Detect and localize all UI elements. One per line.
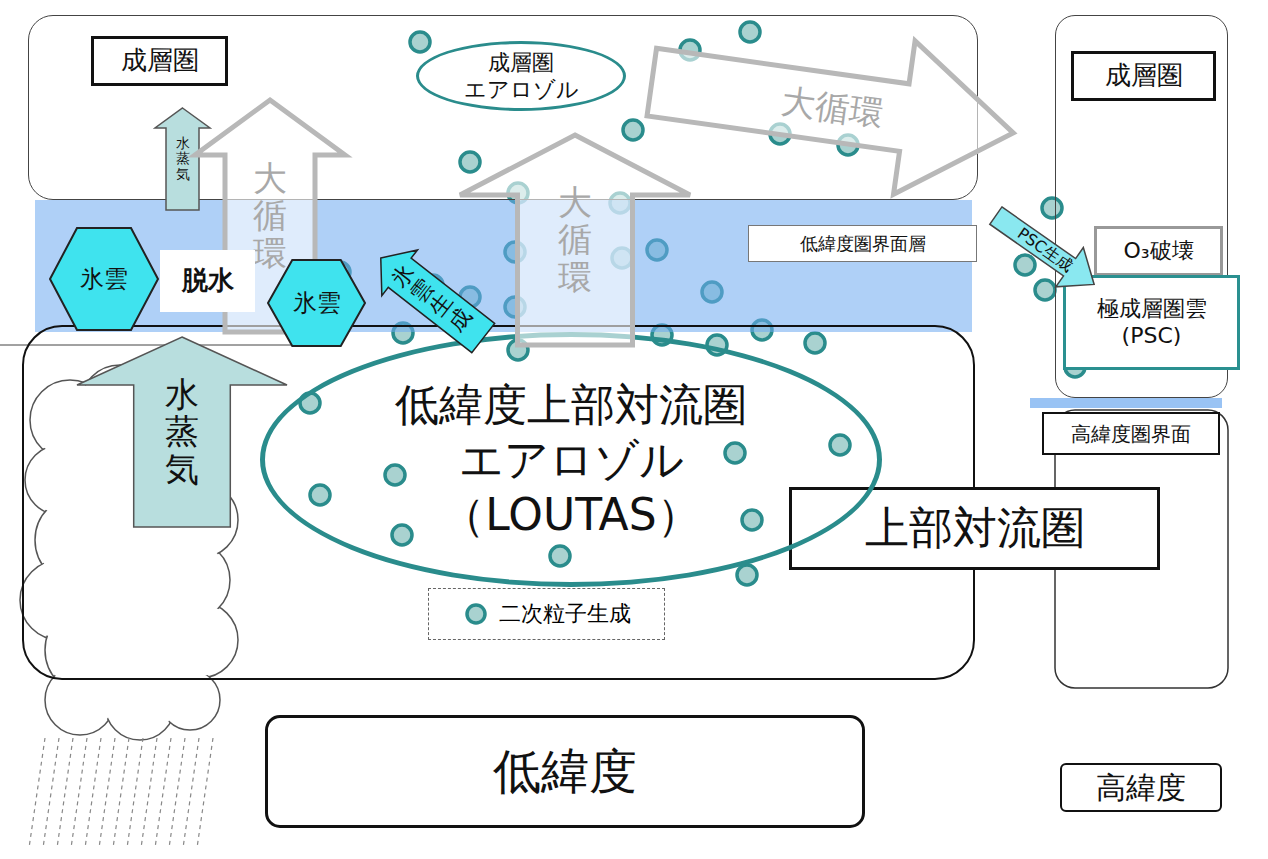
- high-latitude-tropopause-band: [1030, 398, 1222, 408]
- rain-streak: [155, 738, 171, 848]
- region-label: 成層圏: [1071, 51, 1216, 101]
- dehydration-label: 脱水: [160, 250, 255, 312]
- node-text: 低緯度: [493, 743, 637, 801]
- node-shape: [50, 228, 158, 330]
- node-text: O₃破壊: [1123, 238, 1193, 264]
- rain-streak: [183, 738, 199, 848]
- aerosol-particle: [725, 443, 745, 463]
- node-text: 大循環: [253, 160, 287, 272]
- aerosol-particle: [410, 32, 430, 52]
- legend: 二次粒子生成: [428, 588, 665, 640]
- legend-text: 二次粒子生成: [499, 601, 631, 627]
- node-text: 氷雲: [80, 265, 128, 294]
- region-label: 高緯度: [1060, 763, 1222, 812]
- aerosol-particle: [300, 393, 320, 413]
- aerosol-particle: [707, 335, 727, 355]
- ozone-box: O₃破壊: [1094, 226, 1223, 276]
- aerosol-particle: [742, 510, 762, 530]
- node-shape: [641, 5, 1024, 209]
- circulation-arrow: 大循環: [460, 135, 690, 345]
- node-text: 氷雲: [293, 289, 341, 318]
- aerosol-particle: [1015, 255, 1035, 275]
- rain-streak: [141, 738, 157, 848]
- node-text: 水蒸気: [165, 376, 199, 488]
- aerosol-particle: [467, 605, 485, 623]
- vapor-arrow: 水蒸気: [77, 337, 287, 527]
- node-text: 低緯度上部対流圏 エアロゾル （LOUTAS）: [371, 377, 771, 542]
- node-text: 成層圏 エアロゾル: [436, 49, 606, 104]
- aerosol-particle: [460, 152, 480, 172]
- node-shape: [77, 337, 287, 527]
- aerosol-particle: [830, 435, 850, 455]
- node-shape: [268, 260, 365, 346]
- guide-line: [0, 345, 300, 346]
- region-label: 上部対流圏: [789, 487, 1160, 570]
- aerosol-particle: [623, 120, 643, 140]
- aerosol-particle: [550, 546, 570, 566]
- rain: [29, 738, 213, 848]
- node-shape: [155, 108, 210, 210]
- rain-streak: [57, 738, 73, 848]
- rain-streak: [169, 738, 185, 848]
- rain-streak: [85, 738, 101, 848]
- node-text: 脱水: [182, 265, 234, 296]
- region-label: 成層圏: [91, 36, 228, 86]
- legend-swatch: [463, 601, 489, 627]
- rain-streak: [197, 738, 213, 848]
- aerosol-ellipse: 成層圏 エアロゾル: [416, 41, 626, 111]
- rain-streak: [127, 738, 143, 848]
- circulation-arrow: 大循環: [641, 5, 1024, 209]
- aerosol-particle: [737, 565, 757, 585]
- aerosol-particle: [310, 485, 330, 505]
- rain-streak: [113, 738, 129, 848]
- aerosol-particle: [385, 465, 405, 485]
- aerosol-particle: [740, 22, 760, 42]
- node-text: 水蒸気: [176, 136, 190, 182]
- psc-box: 極成層圏雲(PSC): [1063, 275, 1240, 370]
- rain-streak: [43, 738, 59, 848]
- node-text: 大循環: [558, 184, 592, 296]
- node-text: 高緯度: [1096, 770, 1186, 806]
- loutas-ellipse: 低緯度上部対流圏 エアロゾル （LOUTAS）: [260, 332, 882, 587]
- node-text: 極成層圏雲(PSC): [1071, 296, 1232, 349]
- aerosol-particle: [1042, 198, 1062, 218]
- region-label: 低緯度圏界面層: [748, 225, 977, 262]
- aerosol-particle: [1035, 280, 1055, 300]
- rain-streak: [99, 738, 115, 848]
- aerosol-particle: [805, 333, 825, 353]
- region-label: 低緯度: [265, 715, 865, 828]
- node-shape: [363, 235, 501, 361]
- tropopause-label: 高緯度圏界面: [1042, 412, 1220, 455]
- rain-streak: [71, 738, 87, 848]
- ice-cloud: 氷雲: [268, 260, 365, 346]
- rain-streak: [29, 738, 45, 848]
- vapor-arrow: 水蒸気: [155, 108, 210, 210]
- ice-cloud: 氷雲: [50, 228, 158, 330]
- aerosol-particle: [392, 525, 412, 545]
- node-text: 高緯度圏界面: [1071, 422, 1191, 446]
